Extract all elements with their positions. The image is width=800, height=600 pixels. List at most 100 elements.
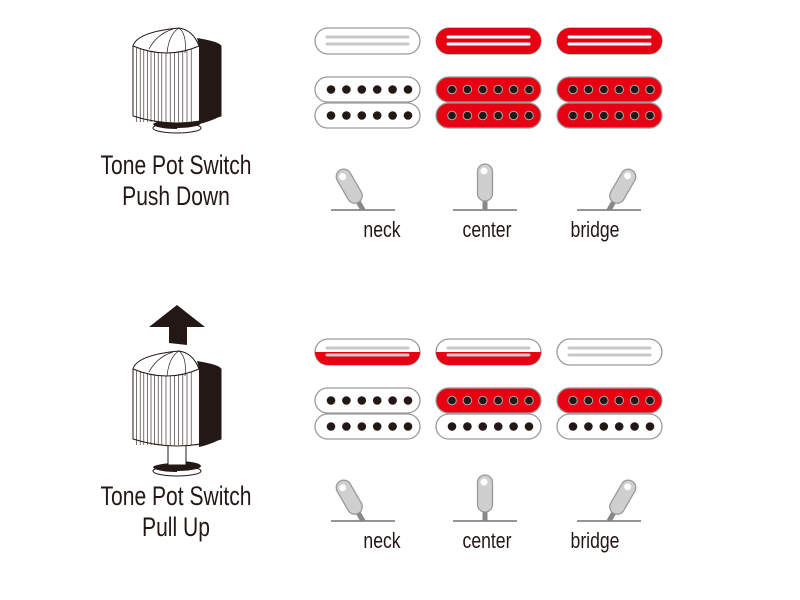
pole-piece — [342, 422, 351, 431]
pole-piece — [599, 84, 609, 95]
pole-piece — [599, 422, 609, 431]
humbucker-coil — [556, 413, 663, 440]
switch-label-neck: neck — [363, 528, 401, 553]
pole-piece — [645, 110, 655, 121]
lever-highlight — [339, 173, 347, 181]
switch-label-neck: neck — [363, 217, 401, 242]
selector-lever-center — [453, 163, 517, 211]
coil-body — [435, 76, 542, 103]
pole-piece — [462, 110, 473, 121]
pole-piece — [463, 422, 472, 431]
single-coil-pickup — [435, 27, 542, 55]
pole-piece — [447, 395, 457, 406]
section-1-title: Tone Pot Switch Push Down — [98, 150, 254, 212]
tone-knob-pull-up — [132, 305, 222, 477]
humbucker-coil — [314, 413, 421, 440]
coil-body — [556, 387, 663, 414]
pole-piece — [342, 396, 351, 405]
pole-piece — [403, 396, 413, 405]
pole-piece — [493, 84, 504, 95]
position-neck — [314, 27, 421, 212]
pole-piece — [524, 422, 534, 431]
humbucker-coil — [556, 76, 663, 103]
lever-shaft — [482, 509, 488, 521]
pole-piece — [403, 422, 413, 431]
selector-lever-neck — [331, 168, 395, 212]
pole-piece — [388, 396, 397, 405]
lever-highlight — [624, 172, 632, 180]
pole-piece — [372, 396, 382, 405]
pole-piece — [403, 111, 413, 120]
selector-lever-neck — [331, 479, 395, 523]
pole-piece — [583, 395, 594, 406]
pole-piece — [493, 422, 503, 431]
humbucker-coil — [556, 102, 663, 129]
lever-handle — [476, 474, 494, 521]
coil-body — [435, 102, 542, 129]
pole-piece — [403, 85, 413, 94]
section-2-title: Tone Pot Switch Pull Up — [98, 481, 254, 543]
knob-dome-line — [166, 350, 180, 377]
humbucker-coil — [435, 387, 542, 414]
pole-piece — [629, 110, 640, 121]
pole-piece — [388, 85, 397, 94]
pole-piece — [493, 110, 504, 121]
pickup-active-fill — [436, 28, 541, 54]
pole-piece — [568, 110, 578, 121]
pole-piece — [524, 84, 534, 95]
lever-tip — [335, 168, 363, 204]
lever-highlight — [339, 484, 347, 492]
title-line-2: Push Down — [122, 181, 230, 211]
pole-piece — [568, 84, 578, 95]
coil-body — [556, 76, 663, 103]
pickup-body — [556, 338, 663, 366]
knob-shadow-side — [197, 38, 221, 124]
single-coil-pickup — [314, 338, 421, 366]
lever-handle — [335, 479, 366, 523]
pole-piece — [372, 422, 382, 431]
knob-dome-line — [178, 350, 186, 377]
pole-piece — [447, 422, 457, 431]
pole-piece — [493, 395, 504, 406]
pole-piece — [599, 395, 609, 406]
pole-piece — [630, 422, 639, 431]
lever-shaft — [482, 198, 488, 210]
pole-piece — [614, 395, 625, 406]
humbucker-coil — [435, 76, 542, 103]
lever-tip — [476, 163, 494, 202]
lever-tip — [476, 474, 494, 513]
humbucker-coil — [435, 413, 542, 440]
humbucker-coil — [314, 76, 421, 103]
coil-body — [556, 102, 663, 129]
pole-piece — [388, 422, 397, 431]
section-pull-up — [132, 305, 663, 523]
knob-dome-line — [148, 351, 174, 373]
switch-label-bridge: bridge — [570, 217, 620, 242]
pole-piece — [388, 111, 397, 120]
switch-label-center: center — [462, 217, 512, 242]
pole-piece — [326, 396, 336, 405]
pole-piece — [372, 85, 382, 94]
pole-piece — [462, 395, 473, 406]
knob-dome-line — [148, 28, 174, 50]
pole-piece — [357, 396, 367, 405]
pole-piece — [357, 422, 367, 431]
humbucker-coil — [314, 387, 421, 414]
pole-piece — [583, 110, 594, 121]
pole-piece — [326, 85, 336, 94]
pickup-body — [314, 27, 421, 55]
section-push-down — [132, 27, 663, 212]
pickup-active-fill — [557, 28, 662, 54]
pole-piece — [524, 395, 534, 406]
coil-body — [314, 102, 421, 129]
pull-up-arrow-icon — [149, 305, 205, 345]
position-center — [435, 338, 542, 522]
lever-handle — [335, 168, 366, 212]
selector-lever-bridge — [577, 479, 641, 523]
single-coil-pickup — [556, 338, 663, 366]
pole-piece — [447, 110, 457, 121]
switch-label-bridge: bridge — [570, 528, 620, 553]
lever-handle — [606, 168, 637, 212]
pole-piece — [447, 84, 457, 95]
